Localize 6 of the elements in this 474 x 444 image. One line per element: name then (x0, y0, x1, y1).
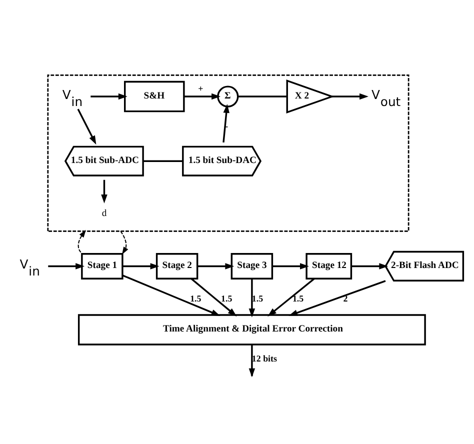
edge-label: 1.5 (190, 293, 202, 304)
edge-label: - (225, 120, 228, 131)
edge-label: 1.5 (292, 293, 304, 304)
node-text: d (102, 207, 107, 218)
edge-label: + (198, 82, 204, 93)
edge-label: 1.5 (221, 293, 232, 304)
